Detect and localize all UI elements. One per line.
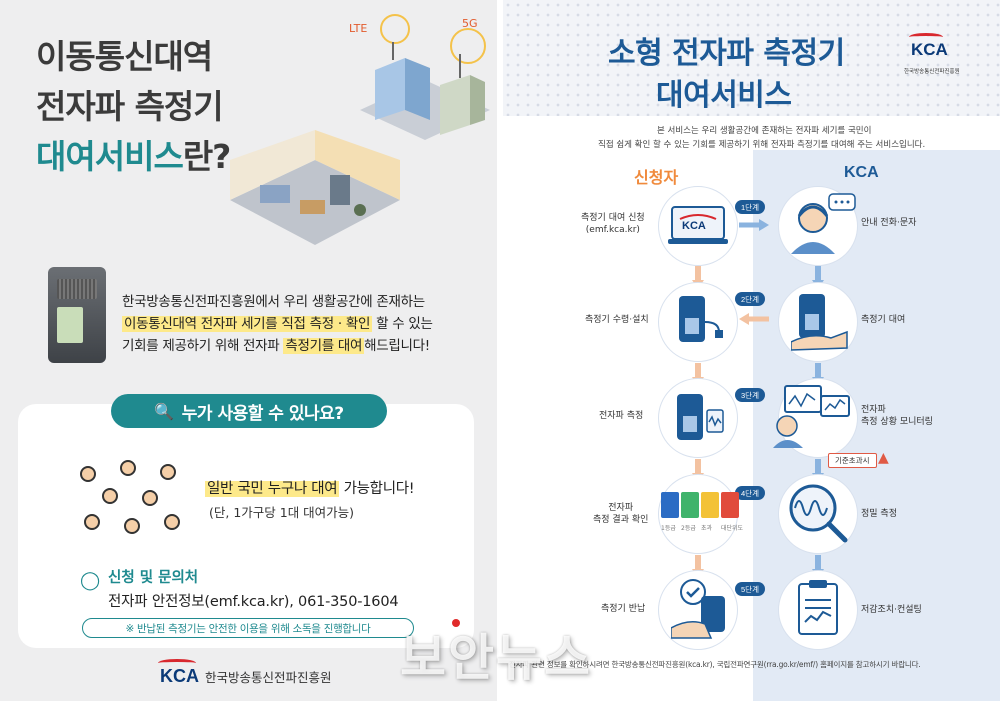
- right-header: [503, 0, 1000, 116]
- apply-contact-info: 전자파 안전정보(emf.kca.kr), 061-350-1604: [108, 594, 399, 610]
- laptop-icon: KCA: [668, 206, 728, 244]
- step5-left-label: 측정기 반납: [601, 604, 646, 614]
- step4-right-label: 정밀 측정: [861, 509, 897, 519]
- poster-title-line1: 이동통신대역: [36, 37, 213, 76]
- precision-measure-icon: [789, 484, 848, 543]
- kca-logo: KCA 한국방송통신전파진흥원: [158, 659, 332, 687]
- eligibility-text: 일반 국민 누구나 대여 가능합니다!: [205, 477, 415, 498]
- 5g-signal-icon: [450, 28, 486, 64]
- org-name: 한국방송통신전파진흥원: [205, 670, 332, 685]
- watermark-dot-icon: [452, 619, 460, 627]
- lightbulb-icon: ◯: [80, 570, 101, 591]
- device-measuring-icon: [677, 394, 724, 440]
- people-illustration: [80, 460, 190, 540]
- grade-swatch: [661, 492, 679, 518]
- kca-logo-word: KCA: [160, 666, 199, 686]
- left-poster: 이동통신대역 전자파 측정기 대여서비스란? LTE 5G 한국방송통신전파진흥…: [0, 0, 497, 701]
- city-illustration: [360, 42, 490, 140]
- eligibility-highlight: 일반 국민 누구나 대여: [205, 481, 340, 497]
- grade-label: 대단위도: [721, 525, 744, 532]
- call-center-icon: [791, 193, 856, 254]
- apply-contact-title: 신청 및 문의처: [108, 570, 199, 586]
- intro-line1: 한국방송통신전파진흥원에서 우리 생활공간에 존재하는: [122, 294, 425, 310]
- service-intro-line1: 본 서비스는 우리 생활공간에 존재하는 전자파 세기를 국민이: [657, 126, 872, 136]
- grade-label: 2등급: [681, 525, 696, 532]
- right-title-line1: 소형 전자파 측정기: [608, 36, 845, 71]
- right-title-line2: 대여서비스: [656, 78, 792, 113]
- kca-logo-right: KCA: [909, 33, 948, 60]
- kca-logo-text: KCA: [158, 659, 199, 687]
- right-poster: 소형 전자파 측정기 대여서비스 KCA 한국방송통신전파진흥원 본 서비스는 …: [500, 0, 1000, 701]
- lte-signal-icon: [380, 14, 410, 44]
- clipboard-icon: [798, 580, 838, 635]
- intro-highlight-2: 측정기를 대여: [283, 338, 365, 354]
- grade-swatch: [721, 492, 739, 518]
- step5-right-label: 저감조치·컨설팅: [861, 605, 922, 615]
- measurement-device-image: [48, 267, 106, 363]
- step1-right-label: 안내 전화·문자: [861, 218, 917, 228]
- step3-left-label: 전자파 측정: [599, 411, 644, 421]
- intro-line2-rest: 할 수 있는: [372, 316, 433, 332]
- step1-badge: 1단계: [735, 200, 765, 214]
- device-hand-icon: [791, 294, 848, 351]
- lte-label: LTE: [349, 22, 368, 35]
- step2-badge: 2단계: [735, 292, 765, 306]
- search-icon: 🔍: [154, 401, 174, 421]
- poster-title-line3: 대여서비스란?: [36, 130, 232, 178]
- arrow-right-icon: [739, 219, 769, 231]
- step4-badge: 4단계: [735, 486, 765, 500]
- monitoring-icon: [773, 385, 850, 448]
- step5-badge: 5단계: [735, 582, 765, 596]
- service-intro-line2: 직접 쉽게 확인 할 수 있는 기회를 제공하기 위해 전자파 측정기를 대여해…: [598, 140, 926, 150]
- kca-logo-right-org: 한국방송통신전파진흥원: [904, 69, 960, 75]
- intro-highlight-1: 이동통신대역 전자파 세기를 직접 측정 · 확인: [122, 316, 373, 332]
- grade-label: 1등급: [661, 525, 676, 532]
- svg-text:KCA: KCA: [682, 220, 706, 232]
- kca-column-heading: KCA: [844, 164, 879, 181]
- over-limit-label: 기준초과시: [828, 453, 877, 468]
- news-watermark: 보안뉴스: [400, 629, 592, 687]
- kca-logo-right-word: KCA: [911, 40, 948, 59]
- home-illustration: [230, 130, 400, 245]
- grade-swatch: [701, 492, 719, 518]
- 5g-label: 5G: [462, 17, 478, 30]
- disinfection-notice: ※ 반납된 측정기는 안전한 이용을 위해 소독을 진행합니다: [82, 618, 414, 638]
- arrow-left-icon: [739, 313, 769, 325]
- eligibility-note: (단, 1가구당 1대 대여가능): [209, 505, 355, 520]
- device-plug-icon: [679, 296, 723, 342]
- step1-left-label: 측정기 대여 신청(emf.kca.kr): [581, 213, 645, 236]
- intro-line3-a: 기회를 제공하기 위해 전자파: [122, 338, 284, 354]
- step3-badge: 3단계: [735, 388, 765, 402]
- grade-swatch: [681, 492, 699, 518]
- eligibility-rest: 가능합니다!: [339, 481, 415, 497]
- who-can-use-title: 누가 사용할 수 있나요?: [181, 403, 344, 424]
- title-highlight: 대여서비스: [36, 137, 184, 176]
- applicant-column-heading: 신청자: [634, 168, 679, 187]
- intro-line3-b: 해드립니다!: [364, 338, 430, 354]
- return-device-icon: [671, 579, 725, 639]
- kca-logo-right-text: KCA: [909, 33, 948, 59]
- step2-right-label: 측정기 대여: [861, 315, 906, 325]
- poster-title-line2: 전자파 측정기: [36, 87, 224, 126]
- title-suffix: 란?: [182, 137, 232, 176]
- grade-label: 초과: [701, 525, 713, 532]
- arrow-up-icon: ▲: [878, 450, 889, 466]
- step2-left-label: 측정기 수령·설치: [585, 315, 649, 325]
- right-footer-note: 전자파 관련 정보를 확인하시려면 한국방송통신전파진흥원(kca.kr), 국…: [509, 660, 921, 669]
- intro-line2: 이동통신대역 전자파 세기를 직접 측정 · 확인 할 수 있는: [122, 312, 433, 332]
- who-can-use-heading: 🔍 누가 사용할 수 있나요?: [111, 394, 387, 428]
